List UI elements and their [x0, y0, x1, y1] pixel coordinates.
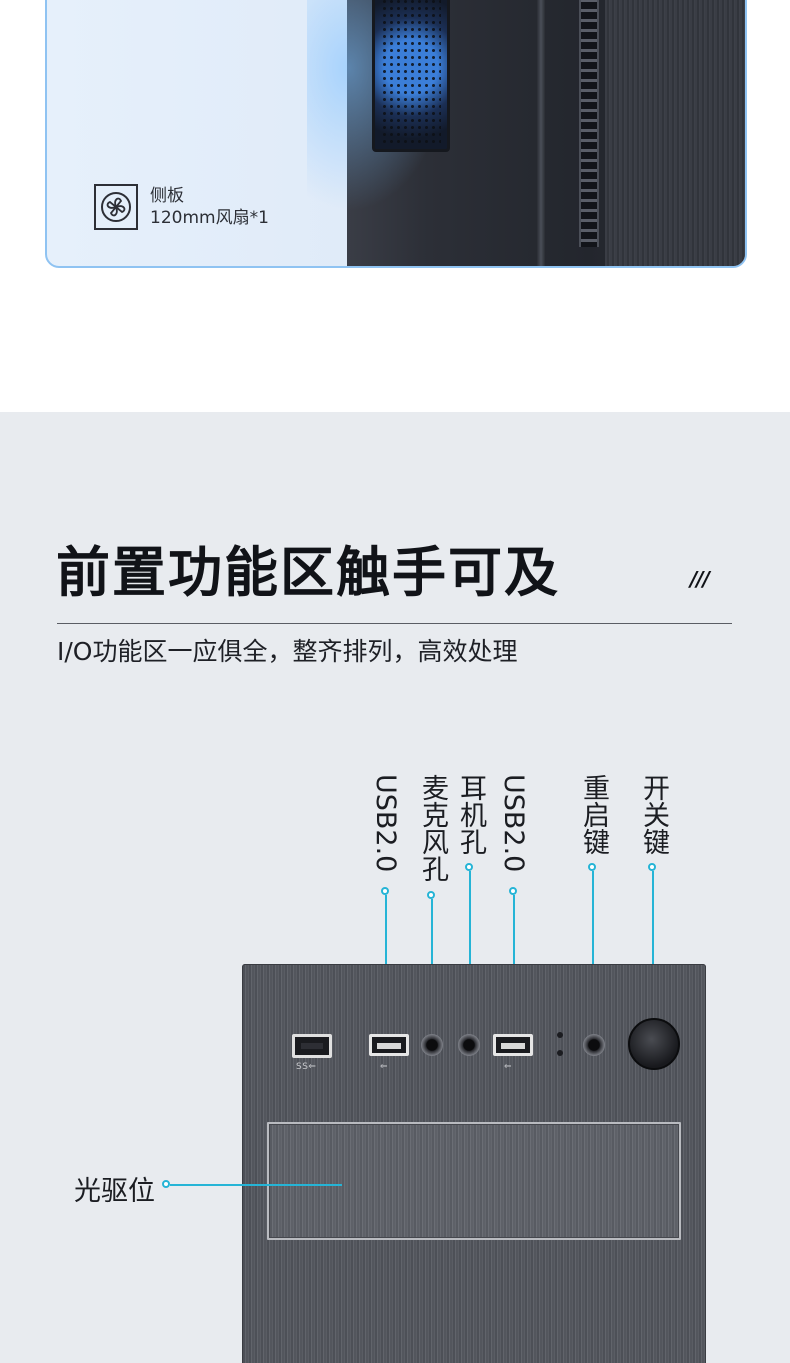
- front-vents: [579, 0, 599, 247]
- callout-usb2-left: USB2.0: [370, 774, 401, 873]
- usb-port-icon: ⇐: [380, 1062, 389, 1072]
- callout-leader: [592, 871, 594, 1033]
- usb2-port-left: [369, 1034, 409, 1056]
- optical-drive-bay: [267, 1122, 681, 1240]
- case-front-edge: [605, 0, 745, 266]
- callout-power: 开关键: [638, 774, 669, 855]
- side-panel-feature-card: [45, 0, 747, 268]
- case-edge: [537, 0, 545, 266]
- callout-usb2-right: USB2.0: [498, 774, 529, 873]
- status-leds: [556, 1028, 564, 1066]
- case-side-image: [307, 0, 745, 266]
- fan-spec-text: 侧板 120mm风扇*1: [150, 185, 269, 229]
- callout-dot: [427, 891, 435, 899]
- fan-icon: [94, 184, 138, 230]
- headphone-jack: [458, 1034, 480, 1056]
- usb2-port-right: [493, 1034, 533, 1056]
- callout-dot: [465, 863, 473, 871]
- callout-dot: [162, 1180, 170, 1188]
- usb3-port: [292, 1034, 332, 1058]
- callout-leader: [170, 1184, 342, 1186]
- power-button: [628, 1018, 680, 1070]
- mic-jack: [421, 1034, 443, 1056]
- case-front-panel: SS⇐ ⇐ ⇐: [242, 964, 706, 1363]
- section-subtitle: I/O功能区一应俱全，整齐排列，高效处理: [57, 637, 518, 666]
- callout-dot: [509, 887, 517, 895]
- section-heading: 前置功能区触手可及: [56, 541, 560, 604]
- heading-decor: ///: [690, 567, 710, 591]
- usb-port-icon: ⇐: [504, 1062, 513, 1072]
- callout-dot: [588, 863, 596, 871]
- fan-spec-line2: 120mm风扇*1: [150, 208, 269, 228]
- callout-mic: 麦克风孔: [417, 774, 448, 882]
- fan-spec-badge: 侧板 120mm风扇*1: [94, 184, 269, 230]
- callout-reset: 重启键: [578, 774, 609, 855]
- side-fan-image: [372, 0, 450, 152]
- callout-dot: [381, 887, 389, 895]
- callout-dot: [648, 863, 656, 871]
- callout-headphone: 耳机孔: [455, 774, 486, 855]
- reset-button: [583, 1034, 605, 1056]
- usb3-port-icon: SS⇐: [296, 1062, 317, 1072]
- callout-optical-bay: 光驱位: [74, 1176, 155, 1207]
- callout-leader: [652, 871, 654, 1021]
- callout-leader: [469, 871, 471, 1033]
- top-section: 侧板 120mm风扇*1: [0, 0, 790, 412]
- front-io-section: 前置功能区触手可及 /// I/O功能区一应俱全，整齐排列，高效处理 USB2.…: [0, 412, 790, 1363]
- fan-spec-line1: 侧板: [150, 186, 184, 206]
- heading-divider: [57, 623, 732, 624]
